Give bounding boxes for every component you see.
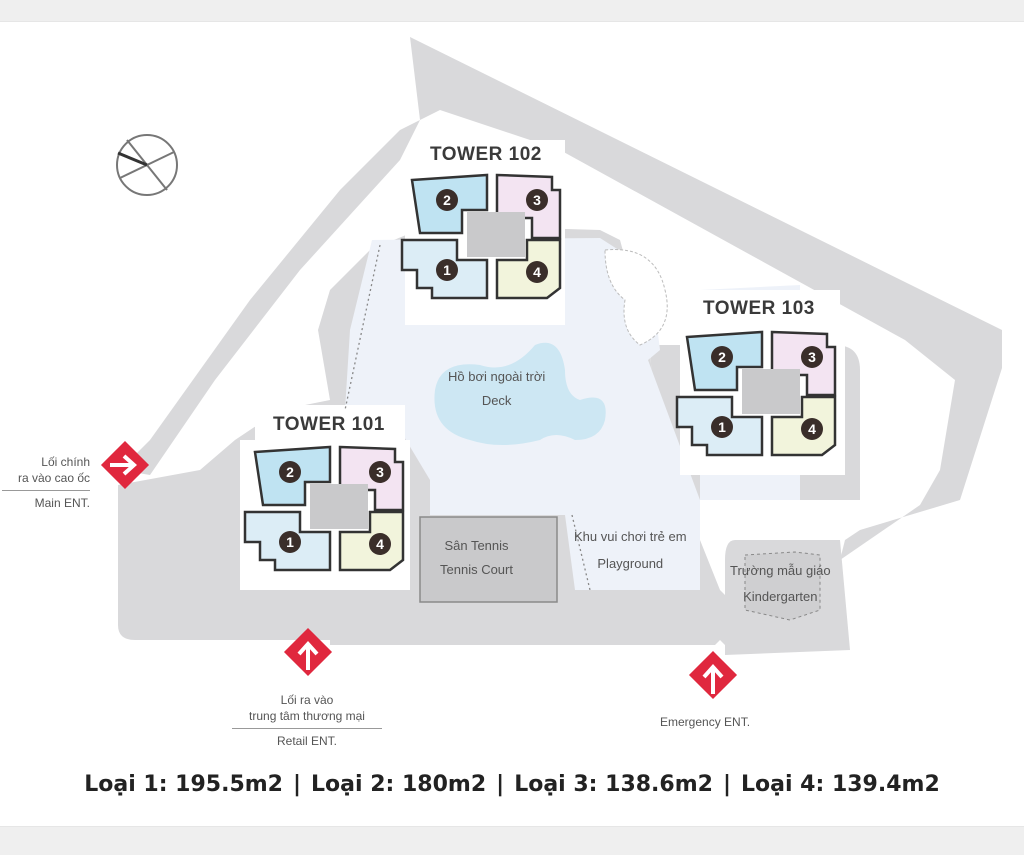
site-plan-map: 23 14 bbox=[100, 37, 1002, 700]
playground-label-en: Playground bbox=[597, 555, 664, 571]
tennis-label-en: Tennis Court bbox=[440, 561, 513, 577]
tennis-label: Sân Tennis Tennis Court bbox=[440, 537, 513, 578]
legend-item-1: Loại 1: 195.5m2 bbox=[84, 772, 283, 797]
legend-item-2: Loại 2: 180m2 bbox=[311, 772, 487, 797]
legend-separator: | bbox=[722, 772, 731, 797]
emergency-entrance-marker[interactable] bbox=[688, 650, 738, 700]
playground-label: Khu vui chơi trẻ em Playground bbox=[574, 528, 687, 572]
main-entrance-label: Lối chính ra vào cao ốc Main ENT. bbox=[2, 454, 90, 512]
tennis-label-vi: Sân Tennis bbox=[444, 538, 509, 553]
north-compass-icon bbox=[116, 134, 178, 196]
retail-entrance-vi-2: trung tâm thương mại bbox=[249, 709, 365, 724]
legend-separator: | bbox=[292, 772, 302, 797]
tower-103-title: TOWER 103 bbox=[697, 296, 821, 322]
retail-entrance-label: Lối ra vào trung tâm thương mại Retail E… bbox=[232, 692, 382, 750]
divider bbox=[2, 490, 90, 492]
retail-entrance-marker[interactable] bbox=[283, 627, 333, 677]
divider bbox=[232, 728, 382, 730]
pool-label: Hồ bơi ngoài trời Deck bbox=[448, 368, 545, 409]
tower-102-title: TOWER 102 bbox=[424, 142, 548, 168]
legend-item-4: Loại 4: 139.4m2 bbox=[741, 772, 940, 797]
bottom-margin-band bbox=[0, 826, 1024, 855]
top-margin-band bbox=[0, 0, 1024, 22]
unit-area-legend: Loại 1: 195.5m2 | Loại 2: 180m2 | Loại 3: 13… bbox=[0, 772, 1024, 797]
emergency-entrance-label: Emergency ENT. bbox=[660, 715, 751, 729]
kindergarten-label: Trường mẫu giáo Kindergarten bbox=[730, 562, 831, 605]
main-entrance-en: Main ENT. bbox=[34, 496, 90, 511]
main-entrance-vi-2: ra vào cao ốc bbox=[17, 471, 90, 486]
legend-separator: | bbox=[496, 772, 505, 797]
retail-entrance-en: Retail ENT. bbox=[276, 734, 338, 749]
pool-label-vi: Hồ bơi ngoài trời bbox=[448, 369, 546, 384]
tennis-court bbox=[419, 516, 558, 603]
kindergarten-label-vi: Trường mẫu giáo bbox=[730, 563, 831, 578]
retail-entrance-vi-1: Lối ra vào bbox=[280, 693, 334, 707]
kindergarten-label-en: Kindergarten bbox=[743, 588, 818, 604]
main-entrance-vi-1: Lối chính bbox=[41, 455, 90, 469]
pool-shape bbox=[434, 342, 606, 445]
legend-item-3: Loại 3: 138.6m2 bbox=[514, 772, 713, 797]
tower-101-title: TOWER 101 bbox=[267, 412, 391, 438]
playground-label-vi: Khu vui chơi trẻ em bbox=[574, 529, 687, 544]
main-entrance-marker[interactable] bbox=[100, 440, 150, 490]
pool-label-en: Deck bbox=[481, 392, 512, 408]
